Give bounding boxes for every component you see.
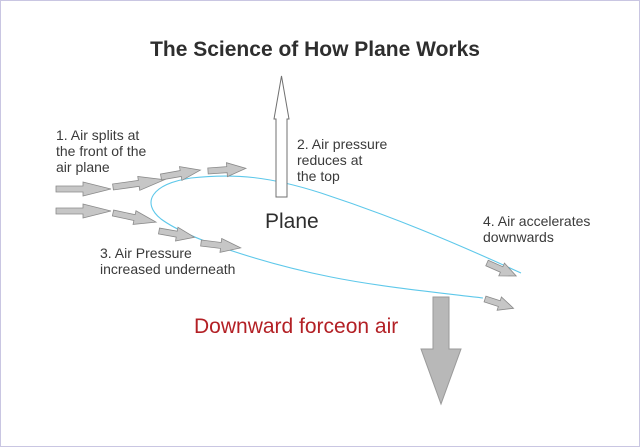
flow-arrow-icon [160,166,202,182]
flow-arrow-icon [483,295,515,311]
diagram-title: The Science of How Plane Works [150,38,480,61]
step-label-air-splits: 1. Air splits at the front of the air pl… [56,127,147,175]
downward-force-label: Downward forceon air [194,315,399,338]
flow-arrow-icon [55,203,112,219]
flow-arrow-icon [112,175,167,191]
flow-arrow-icon [55,181,112,197]
plane-label: Plane [265,210,319,233]
airfoil-outline [150,175,522,299]
step-label-air-accelerates: 4. Air accelerates downwards [483,213,591,245]
step-label-pressure-reduces: 2. Air pressure reduces at the top [297,136,388,184]
flow-arrow-icon [485,259,518,277]
flow-arrow-icon [207,162,248,178]
step-label-pressure-increased: 3. Air Pressure increased underneath [100,245,236,277]
flow-arrow-icon [158,226,196,242]
down-arrow-icon [420,296,462,406]
up-arrow-icon [273,75,290,198]
flow-arrow-icon [200,237,242,253]
flow-arrow-icon [111,209,158,225]
